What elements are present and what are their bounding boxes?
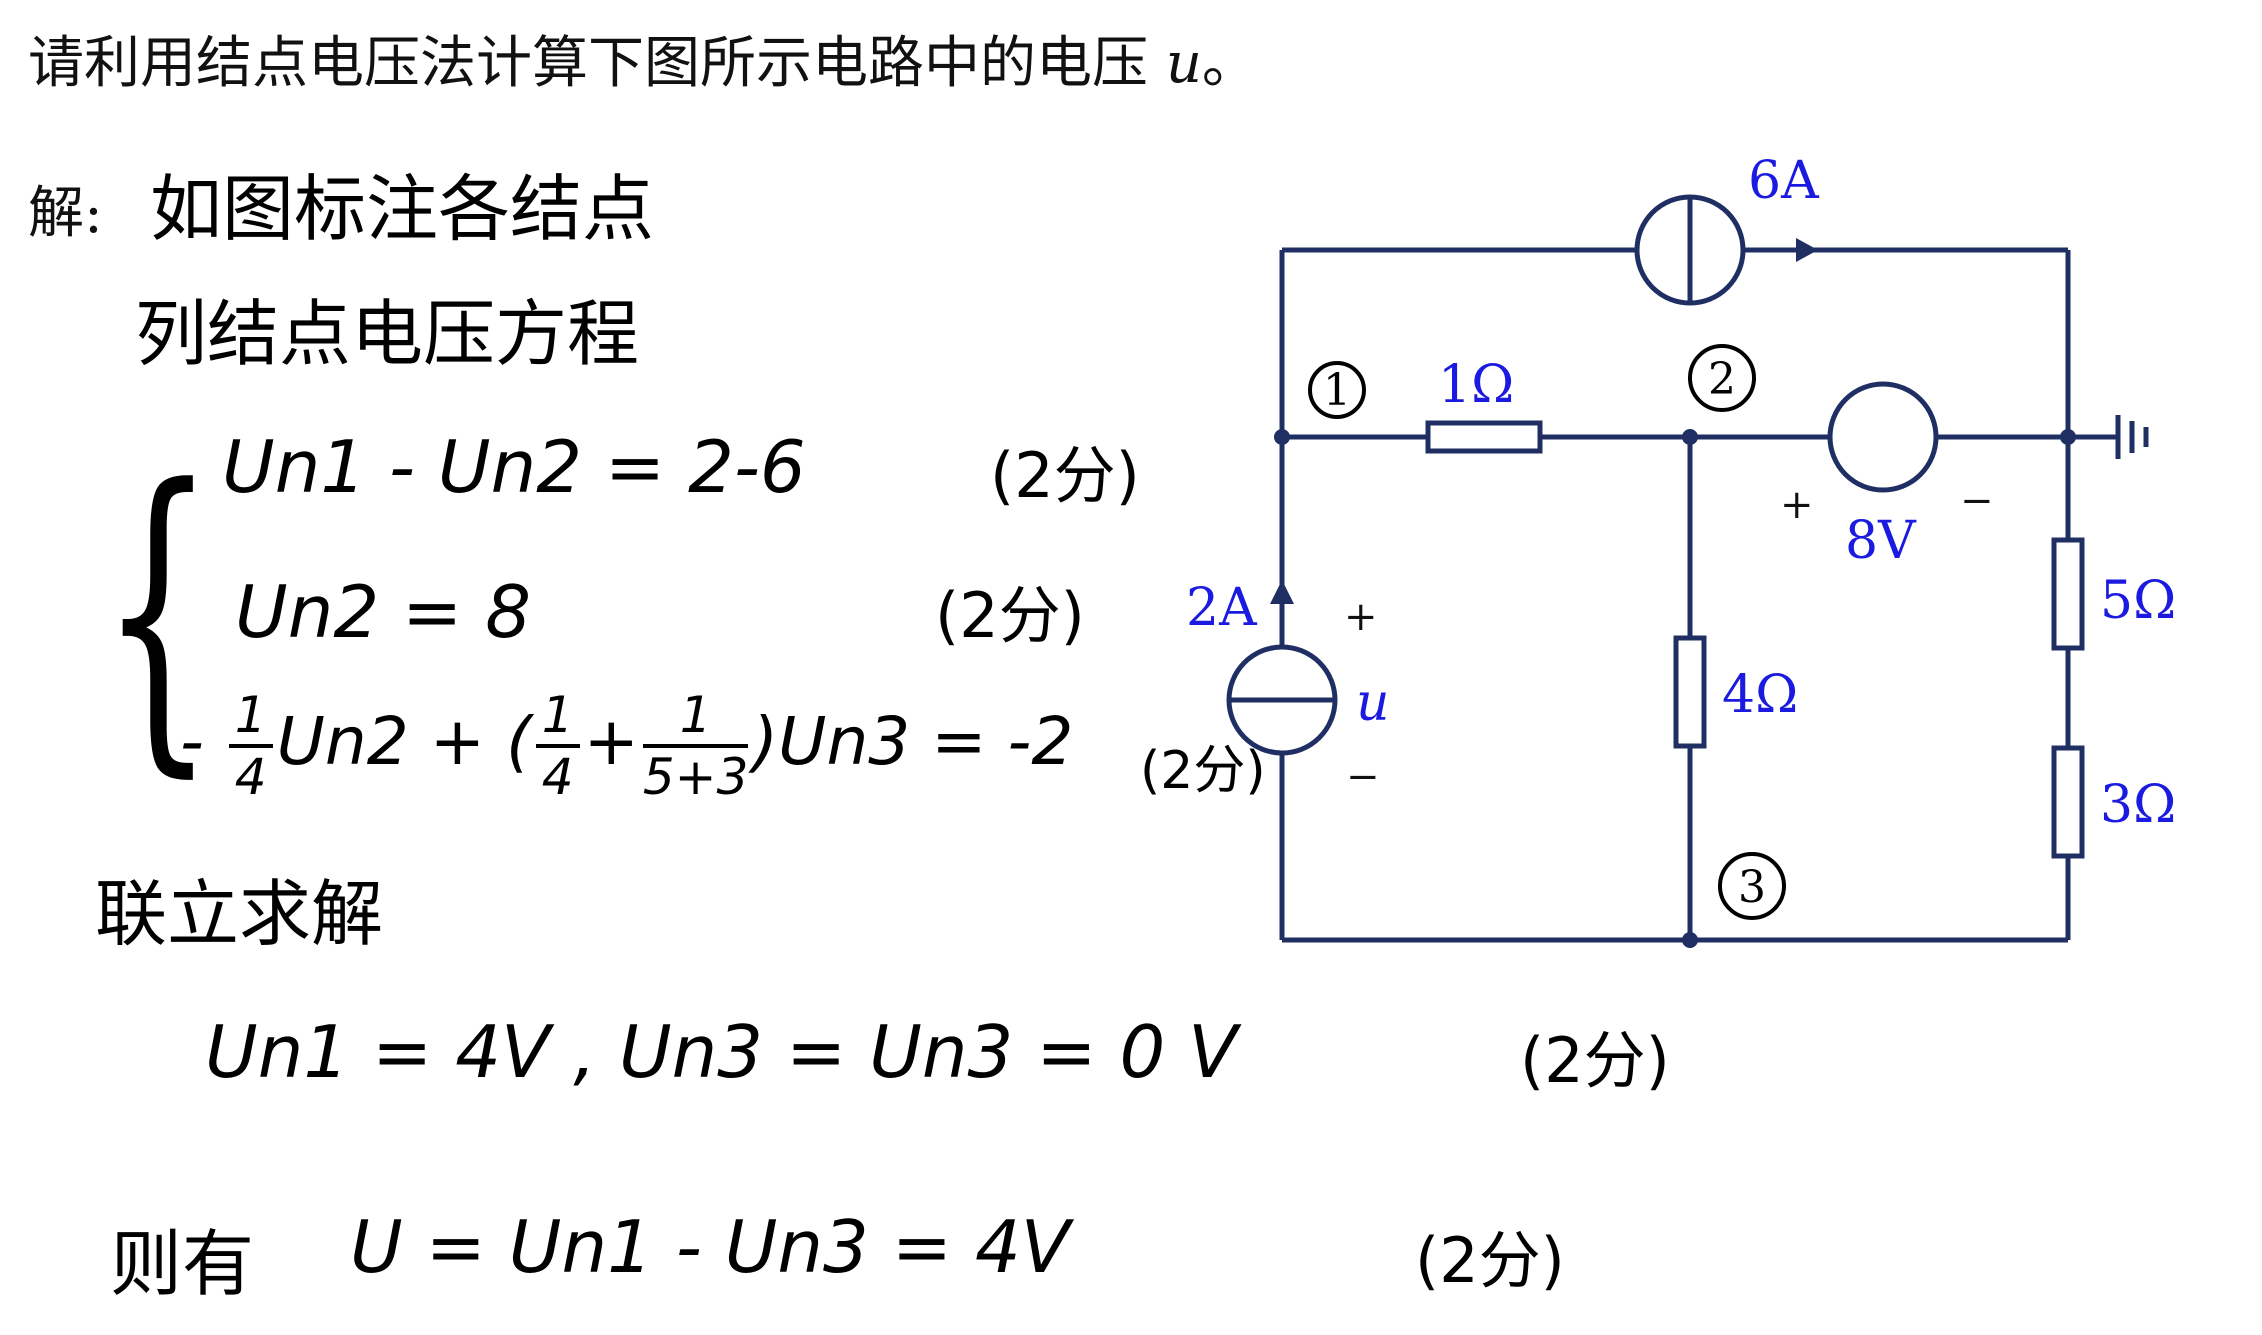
minus-8v: − (1960, 478, 1994, 524)
label-1ohm: 1Ω (1438, 355, 1514, 415)
label-u: u (1356, 673, 1390, 733)
component-labels: 6A 1Ω 8V 2A 4Ω 5Ω 3Ω u (1186, 151, 2176, 835)
resistor-4ohm (1673, 635, 1707, 749)
result-score: (2分) (1520, 1024, 1670, 1097)
eq3-middle: Un2 + ( (276, 703, 532, 781)
final-result: U = Un1 - Un3 = 4V (350, 1205, 1070, 1289)
solution-line-2: 列结点电压方程 (135, 292, 640, 376)
resistor-3ohm (2051, 745, 2085, 859)
eq3-prefix: - (180, 703, 225, 781)
node-numbers: 1 2 3 (1323, 354, 1766, 913)
arrow-2a-icon (1270, 580, 1294, 604)
equation-1-score: (2分) (990, 439, 1140, 512)
label-2a: 2A (1186, 578, 1258, 638)
label-5ohm: 5Ω (2100, 571, 2176, 631)
eq3-frac3-numerator: 1 (642, 690, 749, 748)
node-2-marker (1688, 344, 1756, 412)
solution-line-1: 如图标注各结点 (150, 167, 655, 251)
plus-u: + (1344, 594, 1378, 640)
arrow-6a-icon (1796, 238, 1818, 262)
eq3-frac2-numerator: 1 (535, 690, 580, 748)
plus-8v: + (1780, 482, 1814, 528)
final-score: (2分) (1415, 1224, 1565, 1297)
problem-text: 请利用结点电压法计算下图所示电路中的电压 (28, 31, 1166, 96)
equation-3-score: (2分) (1140, 741, 1266, 801)
equation-1: Un1 - Un2 = 2-6 (222, 425, 806, 509)
junction-ground (2060, 429, 2076, 445)
problem-variable: u (1165, 31, 1202, 96)
problem-end: 。 (1201, 31, 1258, 96)
solve-label: 联立求解 (95, 872, 384, 956)
polarity-signs: + − + − (1344, 478, 1994, 800)
eq3-frac3-denominator: 5+3 (642, 748, 749, 806)
label-3ohm: 3Ω (2100, 775, 2176, 835)
node-2-number: 2 (1708, 354, 1736, 405)
equation-2-score: (2分) (935, 579, 1085, 652)
node-1-marker (1308, 361, 1366, 419)
resistor-5ohm (2051, 537, 2085, 651)
node-3-number: 3 (1738, 862, 1766, 913)
result-line: Un1 = 4V , Un3 = Un3 = 0 V (205, 1010, 1238, 1094)
junction-node-1 (1274, 429, 1290, 445)
junction-dots (1274, 429, 2076, 948)
equation-brace: { (100, 420, 216, 804)
label-4ohm: 4Ω (1722, 665, 1798, 725)
eq3-plus: + (583, 703, 639, 781)
eq3-frac1-denominator: 4 (234, 748, 267, 806)
circuit-wires (1226, 194, 2149, 943)
node-3-marker (1718, 852, 1786, 920)
minus-u: − (1346, 754, 1380, 800)
junction-node-3 (1682, 932, 1698, 948)
label-6a: 6A (1748, 151, 1820, 211)
eq3-frac1-numerator: 1 (228, 690, 273, 748)
resistor-1ohm (1425, 420, 1543, 454)
equation-2: Un2 = 8 (235, 570, 532, 654)
voltage-source-8v (1827, 381, 1939, 493)
label-8v: 8V (1845, 511, 1917, 571)
junction-node-2 (1682, 429, 1698, 445)
node-1-number: 1 (1323, 365, 1351, 416)
final-label: 则有 (110, 1222, 255, 1306)
problem-statement: 请利用结点电压法计算下图所示电路中的电压 u。 (28, 18, 1258, 99)
solution-label: 解: (28, 181, 103, 246)
eq3-post: )Un3 = -2 (752, 703, 1074, 781)
eq3-frac2-denominator: 4 (541, 748, 574, 806)
